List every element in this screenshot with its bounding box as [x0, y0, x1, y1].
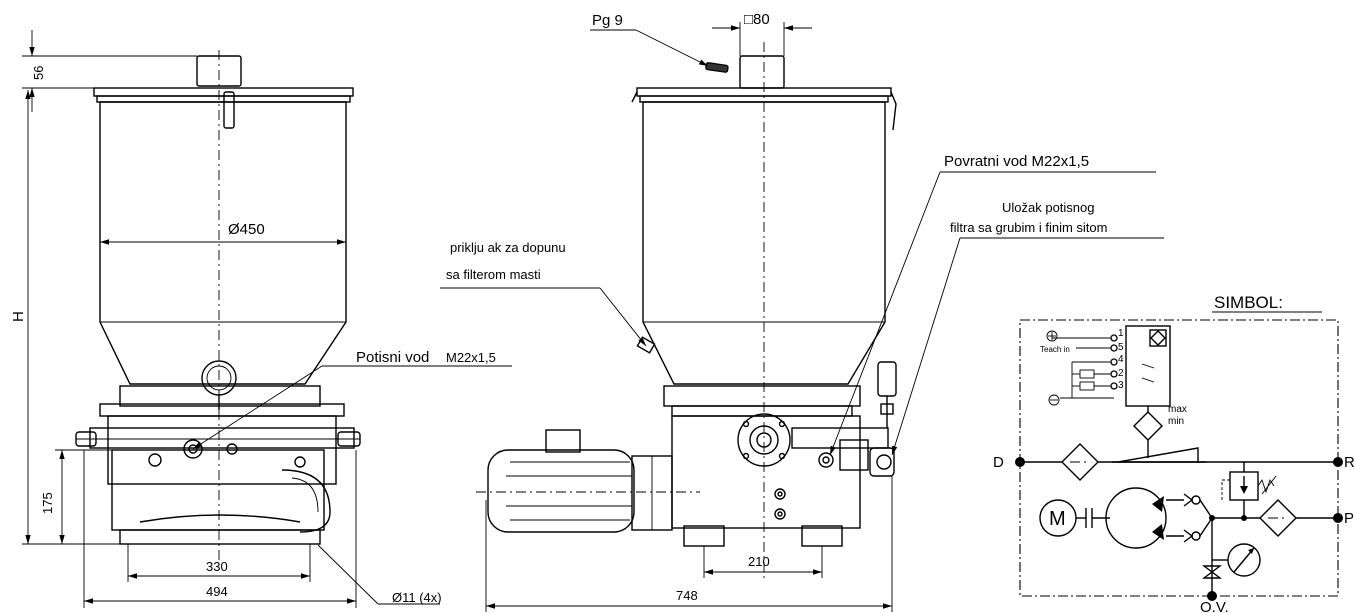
left-reservoir [99, 101, 347, 385]
port-d: D [993, 454, 1004, 471]
pg9-connector [705, 62, 729, 73]
label-potisni-vod: Potisni vod [356, 349, 429, 366]
hydraulic-symbol: SIMBOL: 1 5 4 2 3 [993, 293, 1354, 613]
mid-pump-flange [663, 385, 861, 407]
label-pg9: Pg 9 [592, 12, 623, 29]
symbol-frame [1019, 319, 1339, 597]
pin-5: 5 [1118, 342, 1124, 353]
reservoir-symbol [1117, 447, 1199, 463]
label-potisni-thread: M22x1,5 [446, 350, 496, 365]
dim-494: 494 [206, 584, 228, 599]
label-ulozak-1: Uložak potisnog [1002, 200, 1095, 215]
label-povratni-vod: Povratni vod M22x1,5 [944, 153, 1089, 170]
teach-in-label: Teach in [1040, 345, 1070, 354]
port-r: R [1344, 454, 1354, 471]
motor-terminal-box [545, 429, 581, 453]
dim-80: □80 [744, 11, 770, 28]
left-view [75, 50, 361, 560]
dim-h: H [10, 311, 27, 322]
switch-pins: 1 5 4 2 3 Teach in [1040, 328, 1124, 406]
outlet-filter [1259, 499, 1297, 537]
label-max: max [1168, 404, 1187, 415]
pin-4: 4 [1118, 354, 1124, 365]
label-min: min [1168, 416, 1184, 427]
inlet-filter [1061, 443, 1099, 481]
dim-330: 330 [206, 559, 228, 574]
port-ov: O.V. [1200, 599, 1229, 613]
pump-symbol [1105, 487, 1167, 549]
dim-56: 56 [31, 66, 46, 80]
dim-748: 748 [676, 588, 698, 603]
label-prikljucak-2: sa filterom masti [446, 267, 541, 282]
left-pump-flange [119, 385, 321, 407]
mid-lid-cap [739, 55, 785, 89]
label-ulozak-2: filtra sa grubim i finim sitom [950, 220, 1107, 235]
pin-3: 3 [1118, 380, 1124, 391]
dim-11-4x: Ø11 (4x) [392, 590, 442, 605]
dim-450: Ø450 [228, 221, 265, 238]
mid-motor [487, 449, 635, 533]
pin-1: 1 [1118, 328, 1124, 339]
pressure-gauge-symbol [1227, 543, 1261, 577]
dim-210: 210 [748, 554, 770, 569]
middle-view [476, 42, 897, 578]
middle-dimensions: □80 Pg 9 210 748 Povratni vod M22x1,5 Ul… [440, 11, 1164, 612]
motor-label: M [1049, 508, 1066, 530]
left-base-plate [119, 529, 321, 545]
left-lid-handle [223, 91, 235, 129]
port-p: P [1344, 510, 1354, 527]
pin-2: 2 [1118, 368, 1124, 379]
dim-175: 175 [40, 492, 55, 514]
left-dimensions: 56 H Ø450 175 330 494 Ø11 (4x) Potisni v… [10, 30, 512, 608]
level-indicator [1133, 411, 1163, 441]
label-prikljucak-1: priklju ak za dopunu [450, 240, 566, 255]
symbol-title: SIMBOL: [1214, 293, 1283, 312]
